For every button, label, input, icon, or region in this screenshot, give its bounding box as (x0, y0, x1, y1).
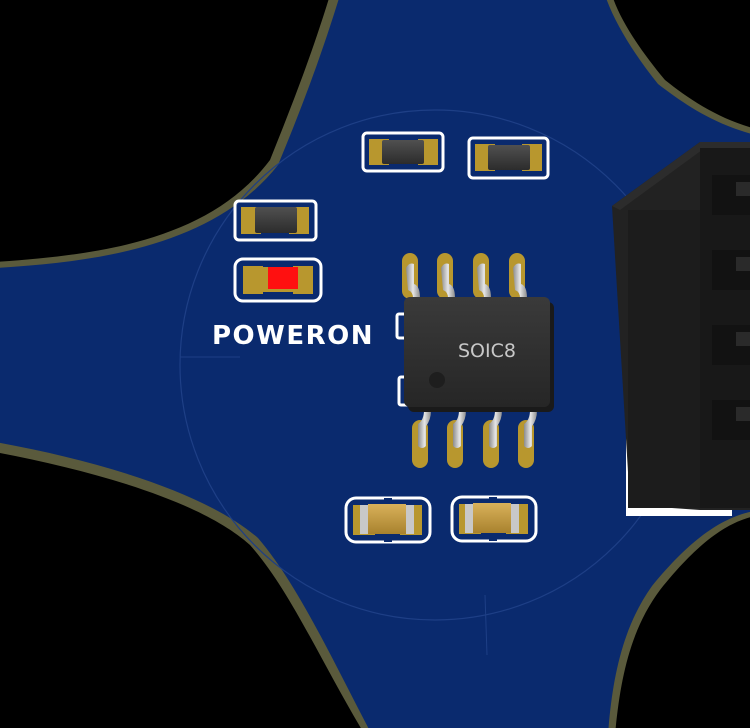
capacitor-c2 (450, 495, 538, 543)
resistor-r3 (233, 199, 318, 242)
resistor-r2 (467, 136, 550, 180)
capacitor-c1 (344, 496, 432, 544)
resistor-r1 (361, 131, 445, 173)
ic-marking-label: SOIC8 (458, 340, 516, 362)
soic8-ic: SOIC8 (395, 253, 554, 468)
pin-header-connector (612, 142, 750, 516)
poweron-silkscreen-label: POWERON (212, 321, 374, 351)
power-led (233, 257, 323, 303)
pin1-dot (429, 372, 445, 388)
led-red-body (268, 267, 298, 289)
